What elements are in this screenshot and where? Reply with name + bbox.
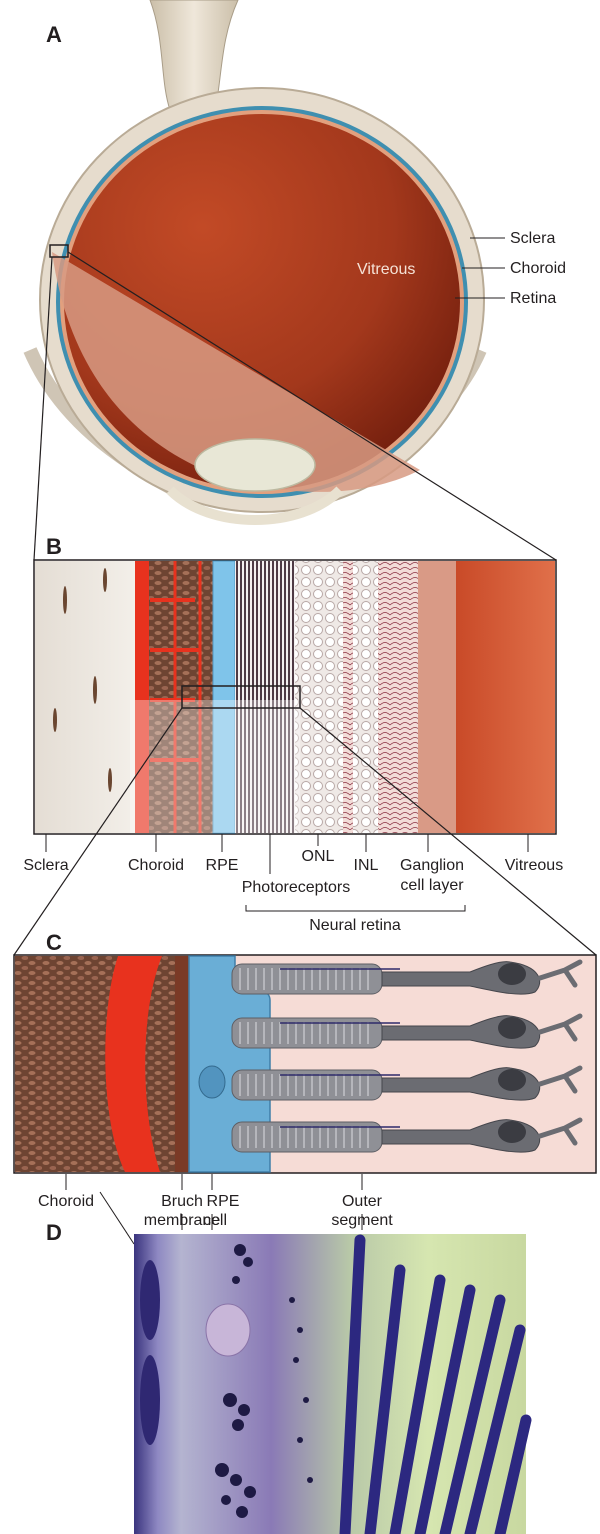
label-c-outer-line1: Outer [322, 1192, 402, 1211]
label-c-rpe-line1: RPE [200, 1192, 246, 1211]
label-b-photoreceptors: Photoreceptors [226, 878, 366, 897]
label-b-rpe: RPE [200, 856, 244, 875]
label-a-retina: Retina [510, 289, 556, 308]
label-b-inl: INL [346, 856, 386, 875]
label-c-choroid: Choroid [26, 1192, 106, 1211]
label-a-sclera: Sclera [510, 229, 555, 248]
panel-d-micrograph [134, 1234, 526, 1534]
label-b-onl: ONL [294, 847, 342, 866]
label-b-neural-retina: Neural retina [290, 916, 420, 935]
label-c-outer-line2: segment [322, 1211, 402, 1230]
label-b-ganglion-line1: Ganglion [388, 856, 476, 875]
label-a-choroid: Choroid [510, 259, 566, 278]
label-c-rpe-line2: cell [200, 1211, 230, 1230]
label-b-choroid: Choroid [116, 856, 196, 875]
label-b-ganglion-line2: cell layer [388, 876, 476, 895]
label-b-sclera: Sclera [8, 856, 84, 875]
panel-a-eye [30, 0, 556, 560]
label-b-vitreous: Vitreous [494, 856, 574, 875]
label-a-vitreous: Vitreous [357, 260, 415, 279]
